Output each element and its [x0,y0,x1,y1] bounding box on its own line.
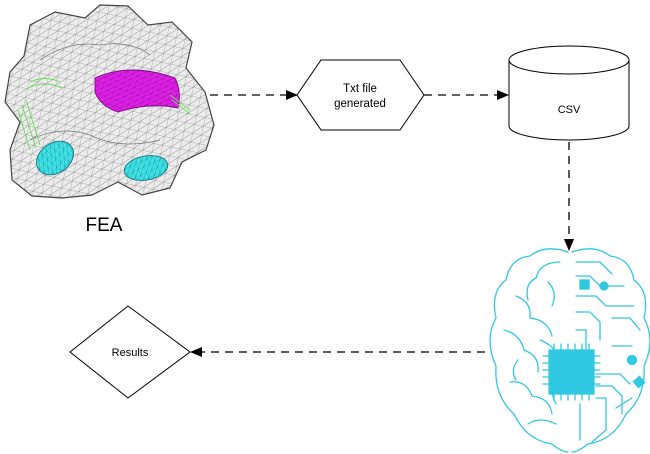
txt-file-hexagon: Txt file generated [296,59,425,131]
fea-label: FEA [86,215,123,236]
vertebra-mesh-icon [4,4,215,199]
csv-cylinder: CSV [508,45,630,141]
hexagon-label-line2: generated [334,98,386,110]
results-diamond: Results [69,305,191,399]
csv-label: CSV [558,104,581,116]
hexagon-label-line1: Txt file [343,83,377,95]
results-label: Results [112,347,149,359]
brain-chip-icon [489,248,650,453]
